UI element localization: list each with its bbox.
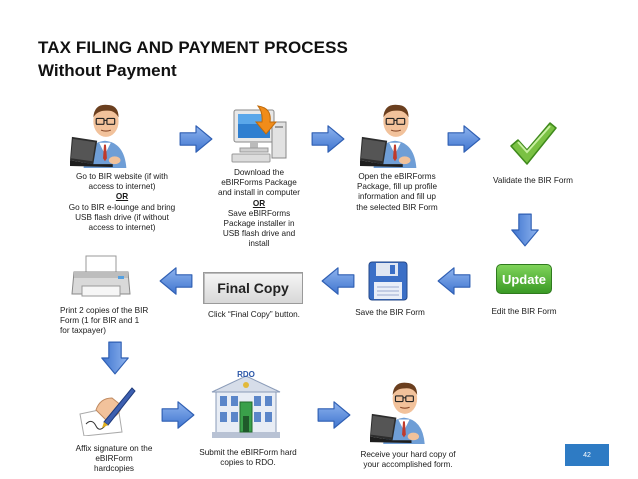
- person-at-laptop-icon: [360, 100, 428, 168]
- step8-caption: Print 2 copies of the BIR Form (1 for BI…: [60, 306, 178, 337]
- update-button-icon: Update: [496, 264, 552, 294]
- step2-line: Save eBIRForms: [227, 208, 291, 218]
- flow-arrow-down: [101, 341, 129, 375]
- step9-caption: Affix signature on the eBIRForm hardcopi…: [54, 444, 174, 475]
- step1-line: Go to BIR website (if with: [76, 172, 168, 181]
- person-at-laptop-icon: [370, 378, 436, 444]
- step3-line: Open the eBIRForms: [358, 172, 436, 181]
- floppy-disk-icon: [368, 261, 408, 301]
- step3-caption: Open the eBIRForms Package, fill up prof…: [338, 172, 456, 213]
- step3-line: Package, fill up profile: [356, 182, 438, 192]
- step2-line: USB flash drive and: [222, 229, 296, 239]
- step5-line: Edit the BIR Form: [491, 307, 557, 316]
- rdo-sign: RDO: [237, 370, 255, 379]
- step5-caption: Edit the BIR Form: [478, 307, 570, 317]
- flow-arrow-down: [511, 213, 539, 247]
- step11-line: your accomplished form.: [363, 460, 453, 470]
- flow-arrow-right: [160, 400, 196, 430]
- step1-line: access to internet): [88, 223, 156, 233]
- step1-caption: Go to BIR website (if with access to int…: [52, 172, 192, 233]
- step1-or: OR: [115, 192, 129, 202]
- computer-download-icon: [231, 105, 287, 163]
- step6-line: Save the BIR Form: [355, 308, 425, 317]
- step1-line: Go to BIR e-lounge and bring: [68, 202, 176, 212]
- page-subtitle: Without Payment: [38, 61, 177, 80]
- pen-signing-icon: [79, 387, 136, 436]
- step8-line: for taxpayer): [60, 326, 106, 336]
- printer-icon: [71, 255, 131, 297]
- flow-arrow-right: [178, 124, 214, 154]
- flow-arrow-right: [310, 124, 346, 154]
- checkmark-icon: [510, 122, 557, 165]
- step7-line: Click “Final Copy” button.: [208, 310, 300, 319]
- step2-or: OR: [252, 198, 266, 208]
- page-number-badge: 42: [565, 444, 609, 466]
- flow-arrow-left: [321, 267, 355, 295]
- step1-line: USB flash drive (if without: [75, 212, 169, 222]
- step8-line: Print 2 copies of the BIR: [60, 306, 149, 315]
- step1-line: access to internet): [88, 182, 156, 192]
- step6-caption: Save the BIR Form: [340, 308, 440, 318]
- step10-line: Submit the eBIRForm hard: [199, 448, 297, 457]
- step2-caption: Download the eBIRForms Package and insta…: [195, 168, 323, 250]
- step10-caption: Submit the eBIRForm hard copies to RDO.: [186, 448, 310, 468]
- step11-line: Receive your hard copy of: [360, 450, 456, 459]
- step2-line: Download the: [233, 168, 285, 177]
- final-copy-button-icon: Final Copy: [203, 272, 303, 304]
- step3-line: the selected BIR Form: [356, 202, 438, 212]
- step3-line: information and fill up: [358, 192, 436, 202]
- step2-line: install: [248, 239, 270, 249]
- flow-arrow-left: [437, 267, 471, 295]
- step2-line: eBIRForms Package: [221, 178, 297, 188]
- page-title: TAX FILING AND PAYMENT PROCESS: [38, 38, 348, 57]
- step8-line: Form (1 for BIR and 1: [60, 316, 140, 326]
- flow-arrow-left: [159, 267, 193, 295]
- step11-caption: Receive your hard copy of your accomplis…: [348, 450, 468, 470]
- step9-line: hardcopies: [93, 464, 135, 474]
- step4-caption: Validate the BIR Form: [478, 176, 588, 186]
- step9-line: eBIRForm: [95, 454, 133, 464]
- step2-line: and install in computer: [218, 188, 300, 198]
- step7-caption: Click “Final Copy” button.: [192, 310, 316, 320]
- step9-line: Affix signature on the: [75, 444, 153, 453]
- step10-line: copies to RDO.: [220, 458, 276, 468]
- flow-arrow-right: [446, 124, 482, 154]
- person-at-laptop-icon: [70, 100, 138, 168]
- step4-line: Validate the BIR Form: [493, 176, 573, 185]
- bir-building-icon: [211, 375, 281, 438]
- flow-arrow-right: [316, 400, 352, 430]
- step2-line: Package installer in: [223, 219, 295, 229]
